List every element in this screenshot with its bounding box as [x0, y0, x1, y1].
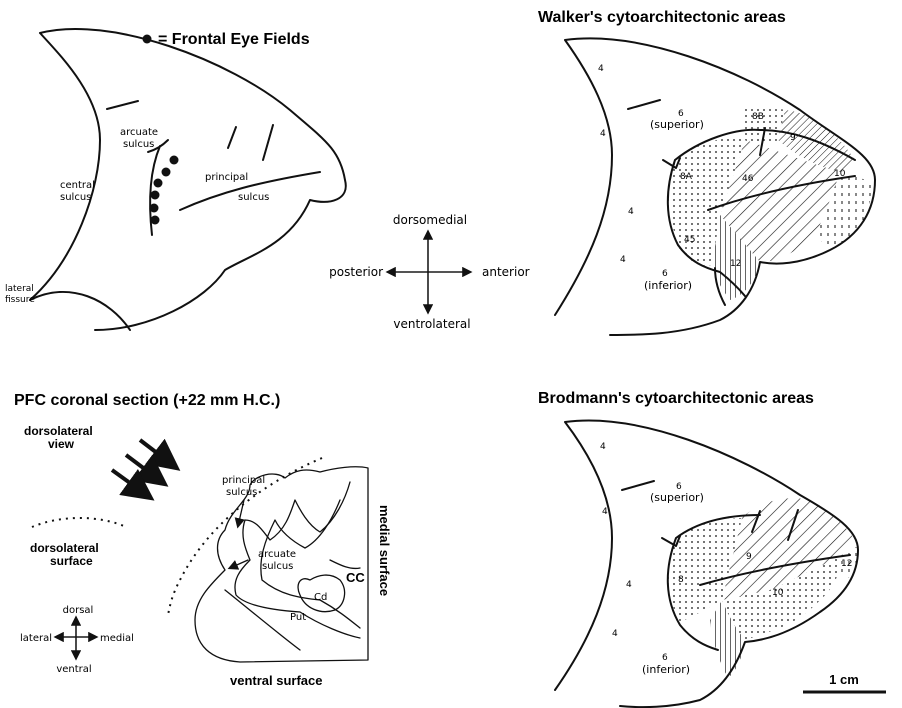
sulcus-dash-3 — [263, 125, 273, 160]
label-arcuate-1: arcuate — [120, 127, 158, 138]
compass-posterior: posterior — [329, 265, 383, 279]
coronal-principal-1: principal — [222, 475, 265, 486]
walker-label-45: 45 — [684, 235, 695, 245]
coronal-cc: CC — [346, 570, 365, 585]
coronal-arcuate-1: arcuate — [258, 549, 296, 560]
coronal-arcuate-2: sulcus — [262, 561, 293, 572]
walker-label-4d: 4 — [620, 255, 626, 265]
brodmann-label-superior: (superior) — [650, 491, 704, 504]
walker-label-12: 12 — [730, 259, 741, 269]
scale-bar-label: 1 cm — [829, 672, 859, 687]
coronal-compass-medial: medial — [100, 633, 134, 644]
walker-label-inferior: (inferior) — [644, 279, 692, 292]
scale-bar: 1 cm — [803, 672, 886, 692]
panel-brodmann: Brodmann's cytoarchitectonic areas 4 4 4… — [538, 390, 859, 707]
brodmann-label-4c: 4 — [626, 580, 632, 590]
arcuate-arrow — [230, 560, 248, 568]
brodmann-label-4d: 4 — [612, 629, 618, 639]
panel-walker: Walker's cytoarchitectonic areas 4 4 4 4… — [538, 9, 875, 335]
walker-label-6i: 6 — [662, 269, 668, 279]
compass-dorsomedial: dorsomedial — [393, 213, 467, 227]
walker-dash-1 — [628, 100, 660, 109]
lateral-ventricle — [330, 560, 360, 568]
walker-label-10: 10 — [834, 169, 846, 179]
walker-label-4c: 4 — [628, 207, 634, 217]
coronal-compass-ventral: ventral — [56, 664, 91, 675]
ventral-surface-label: ventral surface — [230, 673, 323, 688]
label-central-1: central — [60, 180, 95, 191]
brodmann-label-12: 12 — [841, 559, 852, 569]
sulcus-dash-2 — [228, 127, 236, 148]
label-central-2: sulcus — [60, 192, 91, 203]
brodmann-label-inferior: (inferior) — [642, 663, 690, 676]
dorsolateral-view-label-2: view — [48, 437, 75, 451]
brodmann-title: Brodmann's cytoarchitectonic areas — [538, 390, 814, 407]
fef-title: = Frontal Eye Fields — [158, 31, 310, 48]
coronal-compass-lateral: lateral — [20, 633, 52, 644]
compass-main: dorsomedial ventrolateral posterior ante… — [329, 213, 530, 331]
label-principal-2: sulcus — [238, 192, 269, 203]
panel-frontal-eye-fields: = Frontal Eye Fields arcuate sulcus prin… — [5, 29, 346, 330]
dorsolateral-surface-label-1: dorsolateral — [30, 541, 99, 555]
sulcus-dash-1 — [107, 101, 138, 109]
walker-label-46: 46 — [742, 174, 754, 184]
walker-title: Walker's cytoarchitectonic areas — [538, 9, 786, 26]
coronal-compass-dorsal: dorsal — [63, 605, 94, 616]
brodmann-label-4b: 4 — [602, 507, 608, 517]
label-principal-1: principal — [205, 172, 248, 183]
label-lateral-2: fissure — [5, 295, 35, 305]
arcuate-fold — [225, 590, 300, 650]
brodmann-label-4a: 4 — [600, 442, 606, 452]
lateral-fissure — [30, 292, 130, 330]
walker-label-4a: 4 — [598, 64, 604, 74]
brodmann-label-10: 10 — [772, 588, 784, 598]
dorsolateral-surface-marker — [32, 518, 126, 527]
dorsolateral-view-label-1: dorsolateral — [24, 424, 93, 438]
walker-label-8a: 8A — [680, 172, 693, 182]
coronal-cd: Cd — [314, 592, 327, 603]
brodmann-label-9: 9 — [746, 552, 752, 562]
brodmann-dash-1 — [622, 481, 654, 490]
label-arcuate-2: sulcus — [123, 139, 154, 150]
view-arrows — [112, 440, 174, 496]
dorsolateral-surface-label-2: surface — [50, 554, 93, 568]
walker-label-4b: 4 — [600, 129, 606, 139]
medial-surface-label: medial surface — [377, 505, 392, 596]
panel-coronal: PFC coronal section (+22 mm H.C.) dorsol… — [14, 392, 392, 688]
label-lateral-1: lateral — [5, 284, 34, 294]
compass-coronal: dorsal ventral lateral medial — [20, 605, 134, 675]
principal-sulcus — [180, 172, 320, 210]
walker-label-8b: 8B — [752, 112, 764, 122]
coronal-principal-2: sulcus — [226, 487, 257, 498]
coronal-put: Put — [290, 612, 306, 623]
brodmann-label-8: 8 — [678, 575, 684, 585]
walker-label-9: 9 — [790, 133, 796, 143]
brodmann-label-6i: 6 — [662, 653, 668, 663]
coronal-title: PFC coronal section (+22 mm H.C.) — [14, 392, 280, 409]
compass-anterior: anterior — [482, 265, 530, 279]
walker-label-superior: (superior) — [650, 118, 704, 131]
compass-ventrolateral: ventrolateral — [393, 317, 470, 331]
